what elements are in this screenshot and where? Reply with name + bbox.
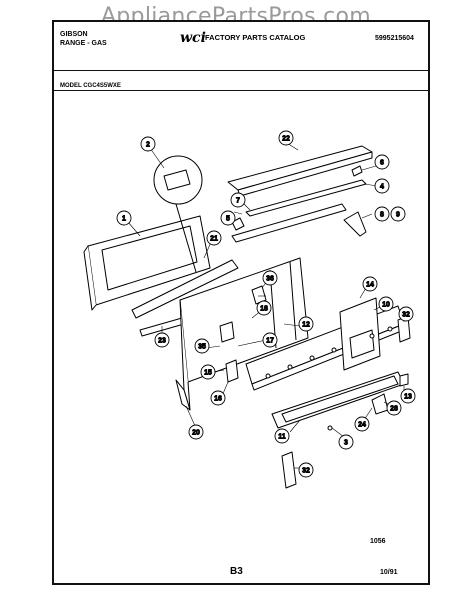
header-divider	[52, 70, 430, 71]
callout-16: 16	[210, 390, 226, 406]
svg-text:22: 22	[282, 136, 290, 143]
callout-36: 36	[262, 270, 278, 286]
reference-code: 1056	[370, 538, 386, 545]
svg-text:24: 24	[358, 422, 366, 429]
svg-text:28: 28	[390, 406, 398, 413]
control-panel-part	[175, 257, 309, 411]
screw-part	[327, 425, 333, 431]
callout-28: 28	[386, 400, 402, 416]
svg-text:11: 11	[278, 434, 286, 441]
callout-7: 7	[230, 192, 246, 208]
svg-text:5: 5	[226, 216, 230, 223]
callout-21: 21	[206, 230, 222, 246]
svg-text:14: 14	[366, 282, 374, 289]
valve-part	[219, 321, 235, 343]
knob-holes	[265, 326, 393, 379]
page-code: B3	[230, 566, 243, 577]
clip-part	[351, 165, 363, 177]
catalog-title: FACTORY PARTS CATALOG	[205, 33, 306, 42]
wci-logo: wci	[180, 30, 206, 46]
exploded-parts-diagram: 1 2 3 4 5 6 7 8 9 10 11 12 13 14 15 16 1…	[83, 130, 416, 489]
svg-text:13: 13	[404, 394, 412, 401]
callout-20: 20	[188, 424, 204, 440]
igniter-part	[251, 285, 267, 305]
svg-text:6: 6	[380, 160, 384, 167]
svg-text:8: 8	[380, 212, 384, 219]
product-type: RANGE - GAS	[60, 40, 107, 47]
svg-text:2: 2	[146, 142, 150, 149]
svg-text:15: 15	[204, 370, 212, 377]
svg-text:23: 23	[158, 338, 166, 345]
callout-24: 24	[354, 416, 370, 432]
callout-32-lower: 32	[298, 462, 314, 478]
svg-text:18: 18	[260, 306, 268, 313]
svg-text:17: 17	[266, 338, 274, 345]
brand-name: GIBSON	[60, 31, 88, 38]
callout-32-upper: 32	[398, 306, 414, 322]
back-glass-part	[83, 215, 211, 311]
callout-9: 9	[390, 206, 406, 222]
svg-text:36: 36	[266, 276, 274, 283]
callout-8: 8	[374, 206, 390, 222]
callout-22: 22	[278, 130, 294, 146]
svg-text:7: 7	[236, 198, 240, 205]
screw-part	[399, 373, 409, 387]
date-code: 10/91	[380, 569, 398, 576]
spring-part	[231, 217, 245, 231]
svg-text:1: 1	[122, 216, 126, 223]
callout-17: 17	[262, 332, 278, 348]
svg-text:32: 32	[402, 312, 410, 319]
svg-text:35: 35	[198, 344, 206, 351]
callout-5: 5	[220, 210, 236, 226]
handle-part	[281, 451, 297, 489]
svg-text:21: 21	[210, 236, 218, 243]
model-line: MODEL CGC4S5WXE	[60, 83, 121, 89]
callout-15: 15	[200, 364, 216, 380]
svg-text:16: 16	[214, 396, 222, 403]
svg-text:9: 9	[396, 212, 400, 219]
switch-clip-part	[225, 359, 239, 383]
svg-text:32: 32	[302, 468, 310, 475]
callout-12: 12	[298, 316, 314, 332]
model-divider	[52, 90, 430, 91]
bracket-part	[343, 211, 367, 237]
callout-markers: 1 2 3 4 5 6 7 8 9 10 11 12 13 14 15 16 1…	[116, 130, 416, 478]
clock-detail	[153, 155, 203, 273]
callout-23: 23	[154, 332, 170, 348]
callout-35: 35	[194, 338, 210, 354]
callout-13: 13	[400, 388, 416, 404]
svg-text:12: 12	[302, 322, 310, 329]
catalog-number: 5995215604	[375, 35, 414, 42]
svg-text:3: 3	[344, 440, 348, 447]
callout-3: 3	[338, 434, 354, 450]
callout-14: 14	[362, 276, 378, 292]
callout-1: 1	[116, 210, 132, 226]
callout-2: 2	[140, 136, 156, 152]
callout-18: 18	[256, 300, 272, 316]
svg-text:20: 20	[192, 430, 200, 437]
callout-6: 6	[374, 154, 390, 170]
svg-text:10: 10	[382, 302, 390, 309]
callout-10: 10	[378, 296, 394, 312]
svg-text:4: 4	[380, 184, 384, 191]
knob-part	[371, 393, 389, 415]
callout-11: 11	[274, 428, 290, 444]
callout-4: 4	[374, 178, 390, 194]
